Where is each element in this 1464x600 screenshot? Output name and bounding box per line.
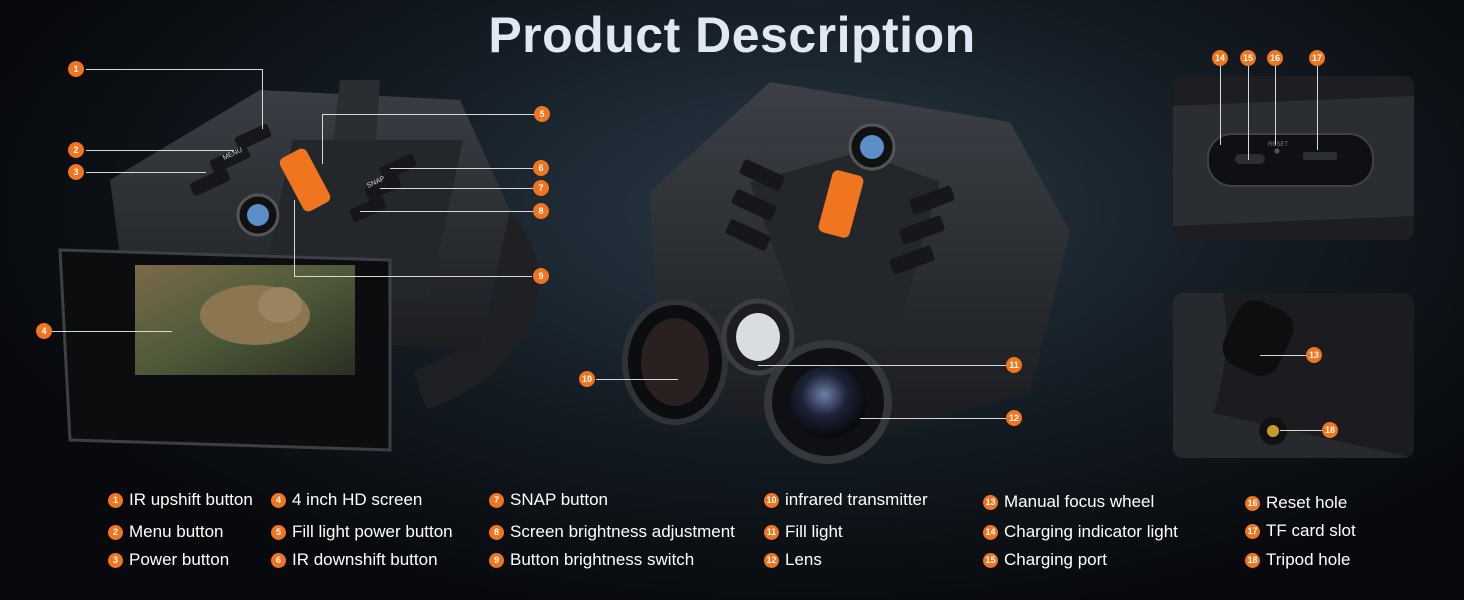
- marker-14: 14: [1212, 50, 1228, 66]
- ports-inset: RESET: [1173, 76, 1414, 240]
- marker-8: 8: [533, 203, 549, 219]
- marker-17: 17: [1309, 50, 1325, 66]
- tf-card-slot-icon: [1303, 152, 1337, 160]
- page-title: Product Description: [488, 7, 976, 63]
- marker-6: 6: [533, 160, 549, 176]
- binoculars-back-view: MENU SNAP: [58, 80, 541, 452]
- marker-12: 12: [1006, 410, 1022, 426]
- marker-1: 1: [68, 61, 84, 77]
- marker-5: 5: [534, 106, 550, 122]
- binoculars-front-view: [622, 82, 1070, 464]
- usb-c-port-icon: [1235, 154, 1265, 164]
- focus-wheel-icon: [1222, 300, 1294, 376]
- marker-13: 13: [1306, 347, 1322, 363]
- marker-4: 4: [36, 323, 52, 339]
- marker-11: 11: [1006, 357, 1022, 373]
- marker-7: 7: [533, 180, 549, 196]
- marker-16: 16: [1267, 50, 1283, 66]
- marker-2: 2: [68, 142, 84, 158]
- marker-9: 9: [533, 268, 549, 284]
- marker-18: 18: [1322, 422, 1338, 438]
- svg-text:RESET: RESET: [1268, 142, 1288, 148]
- marker-10: 10: [579, 371, 595, 387]
- marker-15: 15: [1240, 50, 1256, 66]
- tripod-hole-icon: [1267, 425, 1279, 437]
- marker-3: 3: [68, 164, 84, 180]
